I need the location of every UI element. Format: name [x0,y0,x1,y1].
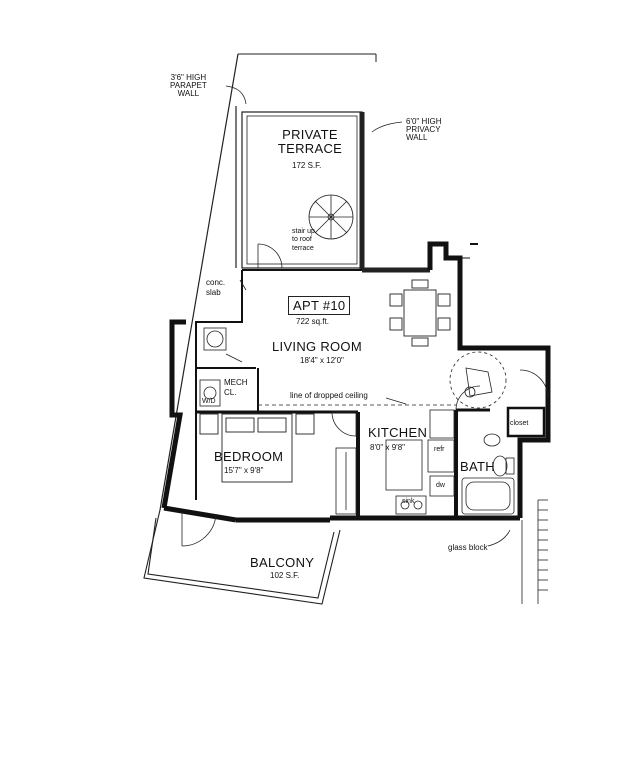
conc-slab-label: conc. slab [206,278,226,297]
closet-label: closet [510,420,529,427]
living-room-label: LIVING ROOM [272,339,362,354]
washer-dryer-label: W/D [202,398,216,405]
balcony-area: 102 S.F. [270,571,300,580]
dishwasher-label: dw [436,482,445,489]
apt-number: APT #10 [288,296,351,315]
kitchen-label: KITCHEN [368,425,428,440]
kitchen-fixtures [385,409,455,515]
terrace-name: PRIVATE TERRACE [277,127,343,157]
bath-label: BATH [460,459,495,474]
mech-equipment [199,327,243,407]
living-room-dimensions: 18'4" x 12'0" [300,356,344,365]
parapet-wall-label: 3'6" HIGH PARAPET WALL [170,73,207,98]
mech-closet-label: MECH CL. [224,378,248,398]
balcony-label: BALCONY [250,555,315,570]
dining-table [389,279,451,347]
apt-area: 722 sq.ft. [296,317,329,326]
glass-block [521,499,548,604]
balcony-outline [143,509,341,605]
privacy-wall-label: 6'0" HIGH PRIVACY WALL [406,117,442,142]
refrigerator-label: refr [434,446,445,453]
spiral-stair [308,194,354,240]
glass-block-label: glass block [448,543,488,552]
bedroom-dimensions: 15'7" x 9'8" [224,466,264,475]
bedroom-label: BEDROOM [214,449,284,464]
wheelchair-turning-circle [449,351,507,409]
terrace-walls [241,111,430,273]
kitchen-dimensions: 8'0" x 9'8" [370,443,405,452]
bedroom-doors [181,411,357,547]
bed [199,413,315,483]
terrace-door [257,243,283,269]
bedroom-closet [335,447,357,515]
stair-label: stair up to roof terrace [292,228,315,252]
sink-label: sink [402,498,415,505]
bath-fixtures [461,433,515,515]
terrace-area: 172 S.F. [292,161,322,170]
leader-lines [225,85,511,547]
dropped-ceiling-label: line of dropped ceiling [290,391,368,400]
parapet-wall [159,53,377,511]
bath-doors [455,369,549,411]
apartment-walls [161,241,551,523]
